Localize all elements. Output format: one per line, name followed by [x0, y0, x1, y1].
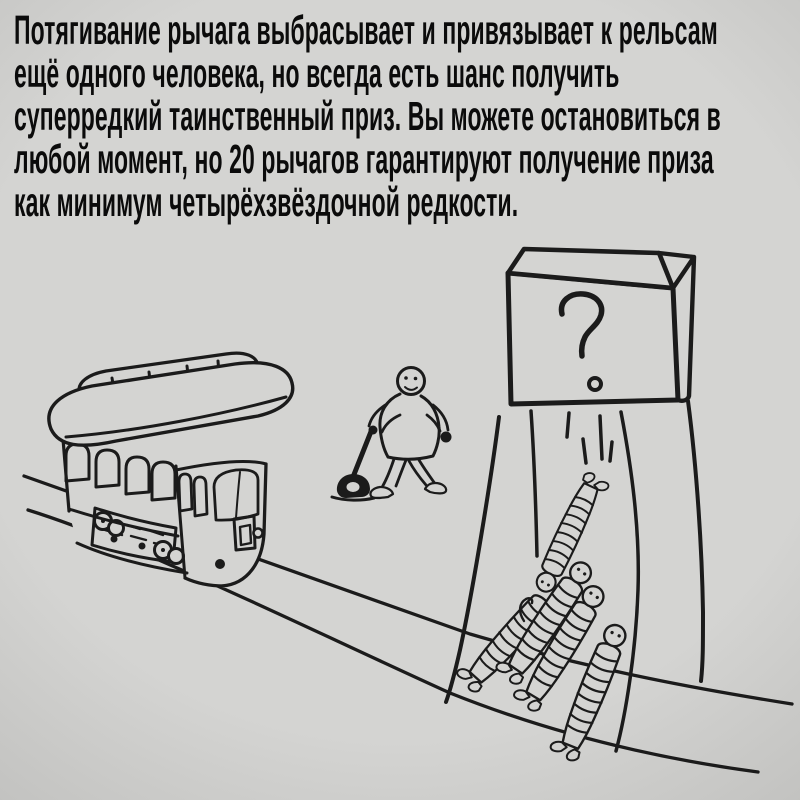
- caption: Потягивание рычага выбрасывает и привязы…: [14, 9, 800, 224]
- man-smile: [404, 386, 418, 391]
- question-mark-icon: [558, 291, 605, 359]
- undercarriage-bolt: [138, 542, 146, 550]
- box-front-face: [505, 270, 681, 407]
- mystery-box: [505, 246, 697, 465]
- trolley-headlight: [252, 527, 264, 539]
- man-right-arm: [367, 402, 402, 434]
- box-right-face: [656, 250, 697, 403]
- trolley-front-top: [174, 460, 268, 472]
- caption-line-1: Потягивание рычага выбрасывает и привязы…: [14, 7, 718, 53]
- man-eye: [404, 376, 408, 380]
- trolley-panel-bottom: [67, 507, 180, 538]
- undercarriage-bolt: [110, 535, 118, 543]
- caption-line-2: ещё одного человека, но всегда есть шанс…: [14, 50, 620, 96]
- man-right-hand: [368, 425, 378, 435]
- trolley-roof: [47, 361, 295, 447]
- chute-lines: [444, 399, 705, 753]
- man-legs: [379, 457, 438, 491]
- trolley-front-bottom: [183, 576, 226, 588]
- man-shoe-left: [369, 485, 395, 500]
- lever-pole: [350, 426, 375, 480]
- caption-line-5: как минимум четырёхзвёздочной редкости.: [14, 179, 519, 225]
- man-shoe-right: [423, 481, 448, 495]
- trolley: [47, 351, 296, 588]
- question-mark-dot: [587, 376, 603, 392]
- trolley-right-edge: [220, 462, 268, 588]
- man-left-arm: [425, 403, 450, 433]
- trolley-door: [232, 514, 257, 552]
- man-torso: [378, 392, 441, 461]
- trolley-corner-post: [174, 464, 187, 580]
- man-left-hand: [440, 431, 452, 443]
- caption-line-3: суперредкий таинственный приз. Вы можете…: [14, 93, 721, 139]
- trolley-headlight: [215, 559, 225, 569]
- lever-base-hollow: [346, 482, 360, 492]
- man-eye: [413, 376, 418, 381]
- drop-motion-lines: [565, 411, 614, 465]
- lever-base-plate: [330, 495, 376, 502]
- pile-arm: [518, 597, 534, 623]
- trolley-skirt: [75, 541, 189, 575]
- caption-line-4: любой момент, но 20 рычагов гарантируют …: [14, 136, 714, 182]
- man-pulling-lever: [330, 366, 452, 502]
- pile-of-tied-people: [452, 554, 631, 763]
